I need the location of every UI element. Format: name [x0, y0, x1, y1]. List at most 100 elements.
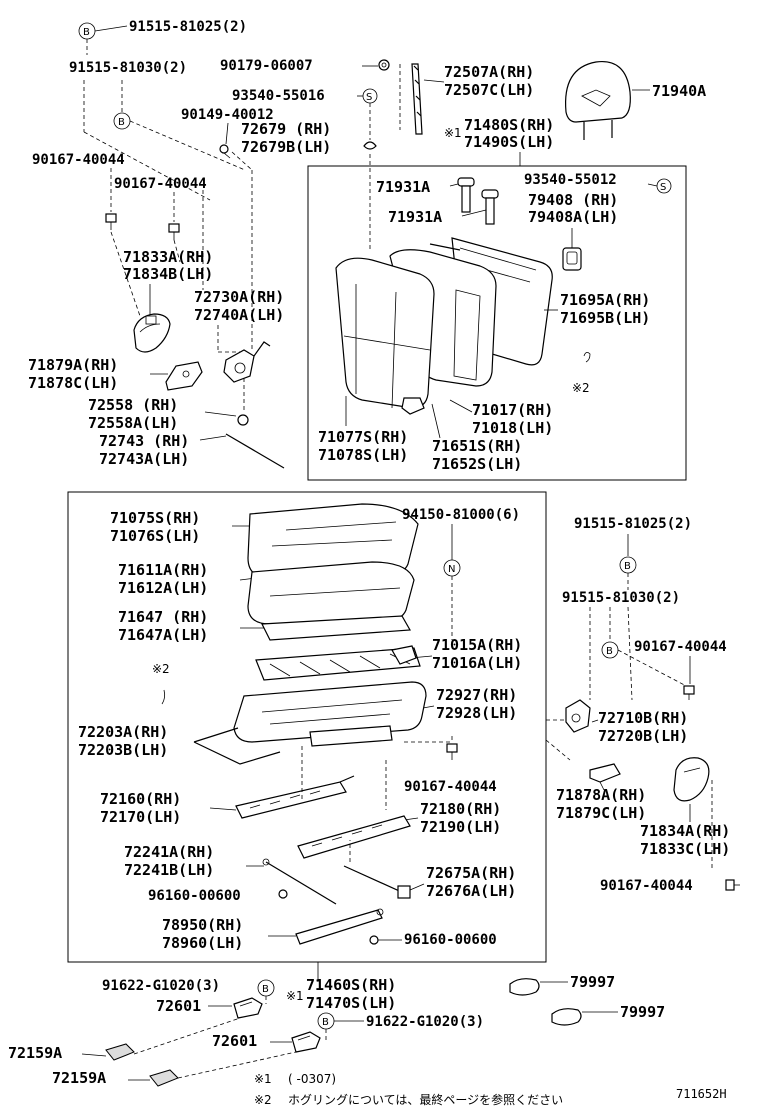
- label-71833c: 71833C(LH): [640, 840, 730, 858]
- label-72190: 72190(LH): [420, 818, 501, 836]
- label-71940a: 71940A: [652, 82, 706, 100]
- svg-text:B: B: [262, 984, 269, 995]
- label-72676a: 72676A(LH): [426, 882, 516, 900]
- label-72159a-2: 72159A: [52, 1069, 106, 1087]
- cover-cap-icon: [233, 997, 263, 1019]
- headrest-icon: [564, 60, 631, 140]
- label-72558: 72558 (RH): [88, 396, 178, 414]
- label-90167-40044-r: 90167-40044: [634, 639, 727, 655]
- trim-cover-icon: [149, 1069, 179, 1087]
- seat-wire-icon: [193, 727, 281, 765]
- svg-text:B: B: [83, 27, 90, 38]
- label-79997-1: 79997: [570, 973, 615, 991]
- label-79997-2: 79997: [620, 1003, 665, 1021]
- bolt-icon: [446, 743, 458, 760]
- label-93540-55016: 93540-55016: [232, 88, 325, 104]
- label-72160: 72160(RH): [100, 790, 181, 808]
- label-72203b: 72203B(LH): [78, 741, 168, 759]
- label-71931a-1: 71931A: [376, 178, 430, 196]
- svg-text:B: B: [322, 1017, 329, 1028]
- seatback-cover-icon: [335, 249, 497, 409]
- label-71879c: 71879C(LH): [556, 804, 646, 822]
- nut-icon: [378, 59, 390, 71]
- label-72928: 72928(LH): [436, 704, 517, 722]
- svg-text:N: N: [448, 564, 455, 575]
- label-71480s: 71480S(RH): [464, 116, 554, 134]
- label-71651s: 71651S(RH): [432, 437, 522, 455]
- label-91515-81025-top: 91515-81025(2): [129, 19, 247, 35]
- seat-cushion-group-frame: [67, 491, 547, 963]
- svg-text:S: S: [366, 92, 372, 103]
- headrest-guide-icon: [457, 177, 499, 225]
- clip-icon: [369, 935, 379, 945]
- lock-wire-icon: [262, 858, 337, 905]
- b-symbol-bottom: B: [257, 979, 275, 997]
- hinge-bracket-icon: [589, 763, 621, 783]
- label-71879a: 71879A(RH): [28, 356, 118, 374]
- seatback-group-frame: [307, 165, 687, 481]
- note1-text: ( -0307): [288, 1072, 336, 1086]
- hinge-cover-icon: [673, 757, 710, 802]
- s-symbol-icon: S: [656, 178, 672, 194]
- label-72679b: 72679B(LH): [241, 138, 331, 156]
- bushing-icon: [237, 414, 249, 426]
- seat-heater-pad-icon: [261, 615, 411, 641]
- label-78950: 78950(RH): [162, 916, 243, 934]
- label-71077s: 71077S(RH): [318, 428, 408, 446]
- label-90167-40044-c: 90167-40044: [404, 779, 497, 795]
- label-90167-40044-b: 90167-40044: [114, 176, 207, 192]
- hog-ring-icon: [583, 352, 591, 363]
- seat-track-icon: [235, 775, 355, 819]
- label-72241b: 72241B(LH): [124, 861, 214, 879]
- label-71611a: 71611A(RH): [118, 561, 208, 579]
- label-72241a: 72241A(RH): [124, 843, 214, 861]
- headrest-support-icon: [411, 63, 423, 135]
- svg-text:B: B: [606, 646, 613, 657]
- diagram-id: 711652H: [676, 1087, 727, 1101]
- label-90167-40044-r2: 90167-40044: [600, 878, 693, 894]
- svg-text:S: S: [660, 182, 666, 193]
- note2-mark: ※2: [254, 1093, 272, 1107]
- svg-text:B: B: [118, 117, 125, 128]
- bolt-icon: [725, 879, 740, 891]
- label-71647a: 71647A(LH): [118, 626, 208, 644]
- seat-track-icon: [297, 815, 411, 859]
- label-72740a: 72740A(LH): [194, 306, 284, 324]
- label-71834b: 71834B(LH): [123, 265, 213, 283]
- svg-text:※1: ※1: [444, 126, 462, 140]
- label-71695b: 71695B(LH): [560, 309, 650, 327]
- hinge-cover-icon: [133, 313, 171, 353]
- seatback-bracket-icon: [401, 397, 425, 415]
- label-72730a: 72730A(RH): [194, 288, 284, 306]
- seat-wire-frame-icon: [255, 645, 421, 681]
- label-71470s: 71470S(LH): [306, 994, 396, 1012]
- b-symbol-right2: B: [601, 641, 619, 659]
- svg-text:B: B: [624, 561, 631, 572]
- clip-icon: [278, 889, 288, 899]
- b-symbol-bottom2: B: [317, 1012, 335, 1030]
- hinge-bracket-icon: [165, 361, 203, 391]
- recliner-bracket-icon: [223, 341, 271, 383]
- label-71612a: 71612A(LH): [118, 579, 208, 597]
- hog-ring-icon: [161, 689, 166, 705]
- label-72601-b: 72601: [212, 1032, 257, 1050]
- label-72507c: 72507C(LH): [444, 81, 534, 99]
- label-72743: 72743 (RH): [99, 432, 189, 450]
- seat-cap-icon: [551, 1008, 582, 1026]
- label-91515-81030-top: 91515-81030(2): [69, 60, 187, 76]
- label-90149-40012: 90149-40012: [181, 107, 274, 123]
- label-72507a: 72507A(RH): [444, 63, 534, 81]
- label-72159a-1: 72159A: [8, 1044, 62, 1062]
- s-symbol-icon: S: [362, 88, 378, 104]
- bolt-icon: [105, 213, 117, 230]
- label-72710b: 72710B(RH): [598, 709, 688, 727]
- label-72743a: 72743A(LH): [99, 450, 189, 468]
- screw-icon: [219, 144, 231, 159]
- label-79408: 79408 (RH): [528, 191, 618, 209]
- note1-mark: ※1: [254, 1072, 272, 1086]
- mark2-symbol: ※2: [572, 381, 590, 395]
- label-72601-a: 72601: [156, 997, 201, 1015]
- label-71834a: 71834A(RH): [640, 822, 730, 840]
- label-96160-00600-a: 96160-00600: [148, 888, 241, 904]
